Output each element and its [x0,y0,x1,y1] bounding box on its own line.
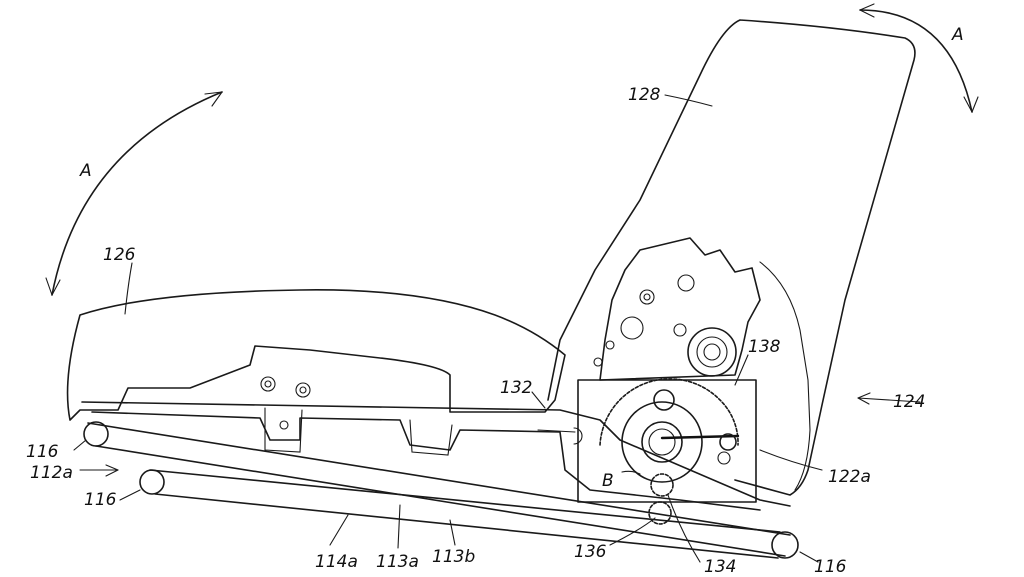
plate-hole [677,274,695,292]
plate-hole [593,357,603,367]
pan-hole [264,380,272,388]
label-rail-112a: 112a [30,463,73,483]
gear-housing [577,379,757,503]
label-backrest: 128 [628,85,661,105]
pan-hole [279,420,289,430]
arrowhead [859,3,875,18]
upper-rail-top [87,422,791,536]
leader [124,262,133,315]
link-132 [537,427,583,445]
gear-134 [650,473,674,497]
plate-hole [673,323,687,337]
label-roller-116-mid-left: 116 [84,490,117,510]
label-rail-113a: 113a [376,552,419,572]
arrowhead [105,464,119,477]
lever-arm [660,434,740,440]
label-gear-134: 134 [704,557,736,577]
arrowhead [204,91,223,107]
seat-cushion-outline [66,289,566,421]
label-roller-116-right: 116 [814,557,847,577]
sector-gear [599,378,739,446]
lower-rail-bottom [154,493,779,559]
label-arrow-a-right: A [951,25,964,45]
backrest-outline [547,19,916,496]
label-gear-138: 138 [748,337,781,357]
backrest-inner-trim [759,261,811,491]
label-rail-113b: 113b [432,547,475,567]
label-arrow-b: B [602,471,614,491]
pan-hole [299,386,307,394]
pan-hole [260,376,276,392]
main-gear-hub-inner [648,428,676,456]
roller-116-top-left [83,421,109,447]
label-gear-136: 136 [574,542,607,562]
rotation-arrow-right [859,9,973,113]
leader [119,489,141,501]
rotation-arrow-left [51,91,223,296]
arrowhead [963,96,979,113]
pivot-boss [696,336,728,368]
plate-hole [643,293,651,301]
leader [609,517,656,546]
leader [329,514,349,546]
plate-hole [620,316,644,340]
label-arrow-a-left: A [79,161,92,181]
plate-hole [639,289,655,305]
arrowhead [45,277,61,296]
leader [531,391,546,409]
leader [449,519,456,546]
plate-hole [605,340,615,350]
recliner-plate [599,237,761,381]
label-rail-114a: 114a [315,552,358,572]
pivot-boss [703,343,721,361]
leader [397,504,401,549]
pivot-boss [687,327,737,377]
lower-rail-top [149,469,781,533]
leader [857,397,921,403]
main-gear [621,401,703,483]
leader [799,551,819,563]
inner-bracket [264,407,453,456]
arrow-b [621,470,641,475]
main-gear-hub [641,421,683,463]
label-link-122a: 122a [828,467,871,487]
leader [734,354,749,386]
upper-rail-bottom [95,445,786,557]
label-seat-assembly: 124 [893,392,925,412]
label-link-132: 132 [500,378,532,398]
leader [73,439,87,451]
leader [759,449,823,471]
label-seat-cushion: 126 [103,245,136,265]
seat-pan-frame [81,401,791,511]
pinion-right-small [717,451,731,465]
label-roller-116-top-left: 116 [26,442,59,462]
leader [667,494,701,563]
pan-hole [295,382,311,398]
pinion-right [719,433,737,451]
leader [664,94,713,107]
arrowhead [857,392,871,405]
roller-116-mid-left [139,469,165,495]
pinion-top [653,389,675,411]
roller-116-right [771,531,799,559]
